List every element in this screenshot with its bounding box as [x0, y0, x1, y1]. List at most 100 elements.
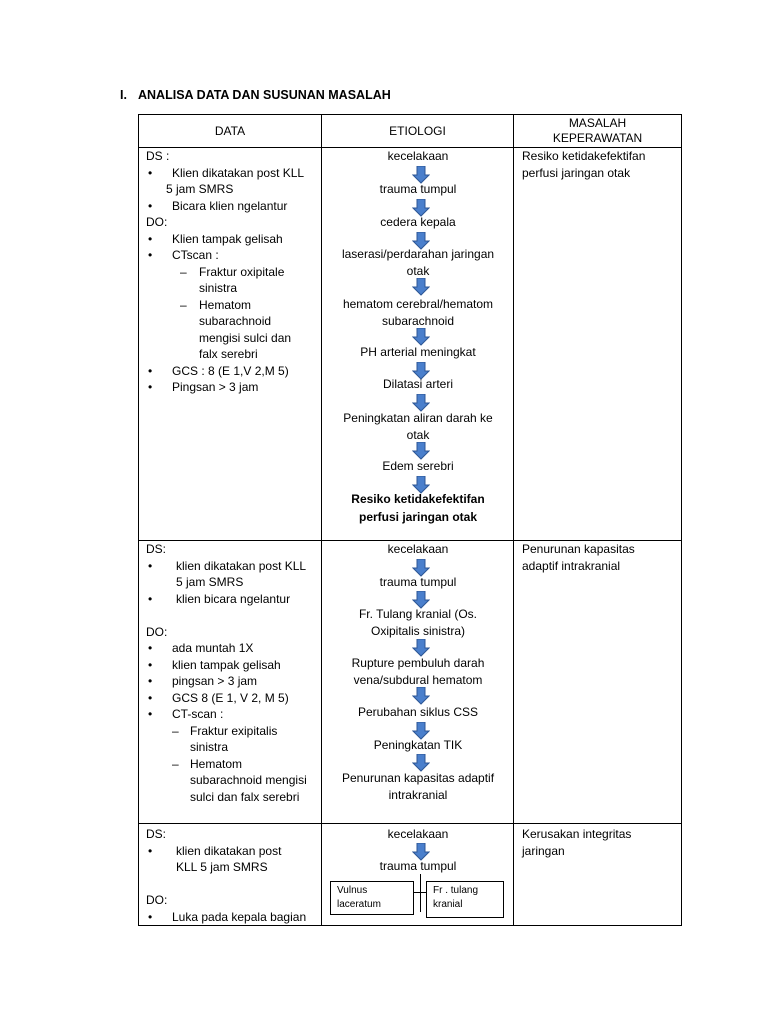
- ds-label: DS :: [146, 149, 170, 163]
- flow-step-line: vena/subdural hematom: [353, 672, 483, 687]
- ct-item: Fraktur exipitalis: [146, 723, 320, 740]
- ct-item-continuation: subarachnoid mengisi: [190, 773, 307, 787]
- flow-step: kecelakaan: [387, 542, 449, 556]
- connector-line: [420, 874, 421, 912]
- flow-step: Peningkatan TIK: [373, 738, 463, 752]
- do-item: CT-scan :: [146, 706, 320, 723]
- down-arrow-icon: [412, 199, 430, 217]
- table-border-top: [138, 114, 682, 115]
- table-border-right: [681, 114, 682, 926]
- flow-branch-box: Fr . tulang kranial: [426, 881, 504, 918]
- down-arrow-icon: [412, 591, 430, 609]
- branch-line: Vulnus: [337, 885, 368, 896]
- row3-data-cell: DS: klien dikatakan post KLL 5 jam SMRS …: [146, 826, 320, 925]
- ds-item-continuation: KLL 5 jam SMRS: [176, 860, 268, 874]
- ct-item-continuation: subarachnoid: [199, 314, 272, 328]
- ct-item-continuation: sinistra: [199, 281, 238, 295]
- ds-label: DS:: [146, 542, 167, 556]
- down-arrow-icon: [412, 559, 430, 577]
- flow-result-line: intrakranial: [388, 787, 448, 802]
- flow-step: laserasi/perdarahan jaringan otak: [322, 246, 514, 279]
- spacer: [146, 607, 320, 624]
- ct-item: Fraktur oxipitale: [146, 264, 320, 281]
- flow-step: trauma tumpul: [379, 859, 457, 873]
- do-item: CTscan :: [146, 247, 320, 264]
- flow-result-line: Penurunan kapasitas adaptif: [341, 771, 495, 785]
- header-etiologi: ETIOLOGI: [389, 124, 446, 138]
- column-divider-1: [321, 114, 322, 926]
- down-arrow-icon: [412, 166, 430, 184]
- row-divider-2: [138, 823, 682, 824]
- ds-item: klien dikatakan post KLL: [146, 558, 320, 575]
- do-item: GCS 8 (E 1, V 2, M 5): [146, 690, 320, 707]
- down-arrow-icon: [412, 843, 430, 861]
- flow-result-line: perfusi jaringan otak: [358, 510, 478, 524]
- down-arrow-icon: [412, 639, 430, 657]
- down-arrow-icon: [412, 278, 430, 296]
- do-label: DO:: [146, 215, 168, 229]
- header-masalah-line2: KEPERAWATAN: [552, 131, 643, 145]
- section-heading: I. ANALISA DATA DAN SUSUNAN MASALAH: [120, 88, 391, 102]
- ds-item: klien dikatakan post: [146, 843, 320, 860]
- down-arrow-icon: [412, 232, 430, 250]
- masalah-line: Resiko ketidakefektifan: [522, 149, 646, 163]
- flow-result-line: Resiko ketidakefektifan: [351, 492, 485, 506]
- row3-masalah-cell: Kerusakan integritas jaringan: [522, 826, 680, 859]
- ct-item: Hematom: [146, 756, 320, 773]
- do-item: Luka pada kepala bagian: [146, 909, 320, 926]
- flow-step-line: otak: [406, 427, 430, 442]
- masalah-line: jaringan: [522, 843, 565, 858]
- flow-step: kecelakaan: [387, 827, 449, 841]
- flow-step-line: subarachnoid: [381, 313, 455, 328]
- branch-line: Fr . tulang: [433, 885, 479, 896]
- do-item: Pingsan > 3 jam: [146, 379, 320, 396]
- masalah-line: Penurunan kapasitas: [522, 542, 635, 556]
- do-item: klien tampak gelisah: [146, 657, 320, 674]
- ds-item: Klien dikatakan post KLL: [146, 165, 320, 182]
- ct-item-continuation: falx serebri: [199, 347, 258, 361]
- ds-label: DS:: [146, 827, 167, 841]
- connector-line: [413, 892, 427, 893]
- branch-line: kranial: [433, 899, 463, 910]
- flow-step: Rupture pembuluh darah vena/subdural hem…: [322, 655, 514, 688]
- ct-item-continuation: sinistra: [190, 740, 229, 754]
- flow-step: Fr. Tulang kranial (Os. Oxipitalis sinis…: [322, 606, 514, 639]
- section-title: ANALISA DATA DAN SUSUNAN MASALAH: [138, 88, 391, 102]
- do-item: ada muntah 1X: [146, 640, 320, 657]
- table-border-bottom: [138, 925, 682, 926]
- flow-step: Perubahan siklus CSS: [357, 705, 479, 719]
- flow-step-line: otak: [406, 263, 430, 278]
- flow-step-line: Fr. Tulang kranial (Os.: [358, 607, 478, 621]
- header-masalah-line1: MASALAH: [568, 116, 627, 130]
- flow-step: hematom cerebral/hematom subarachnoid: [322, 296, 514, 329]
- flow-step: Peningkatan aliran darah ke otak: [322, 410, 514, 443]
- branch-line: laceratum: [337, 899, 381, 910]
- row-divider-1: [138, 540, 682, 541]
- flow-step: PH arterial meningkat: [360, 345, 476, 359]
- flow-step: trauma tumpul: [379, 575, 457, 589]
- down-arrow-icon: [412, 442, 430, 460]
- row2-masalah-cell: Penurunan kapasitas adaptif intrakranial: [522, 541, 680, 574]
- flow-step-line: laserasi/perdarahan jaringan: [341, 247, 495, 261]
- flow-step-line: Rupture pembuluh darah: [351, 656, 485, 670]
- flow-step: cedera kepala: [380, 215, 456, 229]
- flow-step-line: Oxipitalis sinistra): [370, 623, 466, 638]
- masalah-line: Kerusakan integritas: [522, 827, 632, 841]
- flow-step: kecelakaan: [387, 149, 449, 163]
- header-masalah: MASALAH KEPERAWATAN: [514, 116, 681, 146]
- table-header-divider: [138, 147, 682, 148]
- masalah-line: perfusi jaringan otak: [522, 165, 631, 180]
- column-divider-2: [513, 114, 514, 926]
- flow-step-line: hematom cerebral/hematom: [342, 297, 494, 311]
- do-item: GCS : 8 (E 1,V 2,M 5): [146, 363, 320, 380]
- section-number: I.: [120, 88, 127, 102]
- row2-data-cell: DS: klien dikatakan post KLL 5 jam SMRS …: [146, 541, 320, 805]
- spacer: [146, 876, 320, 893]
- down-arrow-icon: [412, 722, 430, 740]
- ds-item: klien bicara ngelantur: [146, 591, 320, 608]
- flow-step: Edem serebri: [382, 459, 454, 473]
- ds-item-continuation: 5 jam SMRS: [166, 182, 234, 196]
- flow-step-line: Peningkatan aliran darah ke: [343, 411, 493, 425]
- down-arrow-icon: [412, 328, 430, 346]
- flow-step: Dilatasi arteri: [382, 377, 454, 391]
